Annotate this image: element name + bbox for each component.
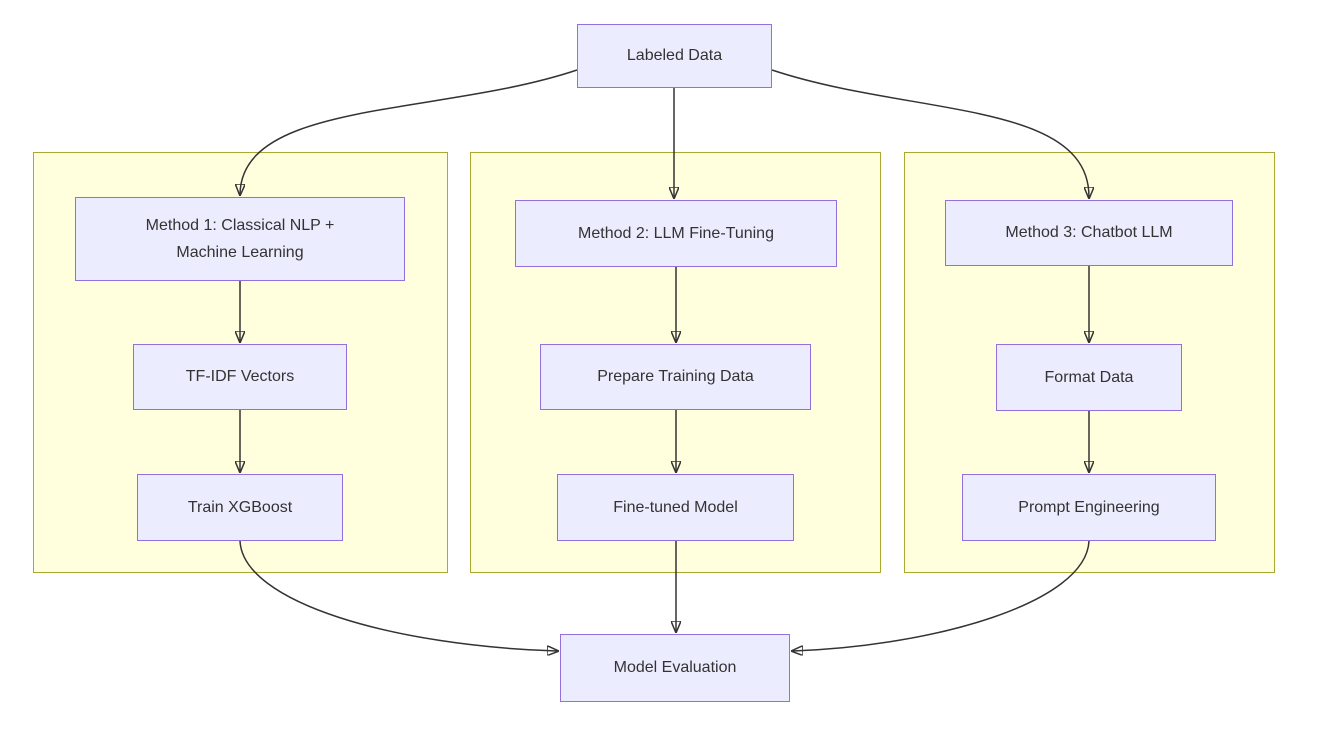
node-fine-tuned-model: Fine-tuned Model: [557, 474, 794, 541]
node-method-3: Method 3: Chatbot LLM: [945, 200, 1233, 266]
node-label: Prompt Engineering: [1018, 498, 1160, 516]
node-tfidf-vectors: TF-IDF Vectors: [133, 344, 347, 410]
node-label: Method 2: LLM Fine-Tuning: [578, 224, 774, 242]
node-prompt-engineering: Prompt Engineering: [962, 474, 1216, 541]
node-label-line-2: Machine Learning: [176, 244, 304, 261]
node-label-line-1: Method 1: Classical NLP +: [145, 216, 335, 234]
node-method-1: Method 1: Classical NLP + Machine Learni…: [75, 197, 405, 281]
node-model-evaluation: Model Evaluation: [560, 634, 790, 702]
node-label: Format Data: [1044, 368, 1134, 386]
node-label: Fine-tuned Model: [613, 498, 738, 516]
node-label: Train XGBoost: [187, 498, 293, 516]
node-method-2: Method 2: LLM Fine-Tuning: [515, 200, 837, 267]
node-label: Prepare Training Data: [597, 368, 754, 386]
node-label: TF-IDF Vectors: [185, 368, 295, 386]
node-label: Labeled Data: [626, 47, 723, 65]
node-label: Method 3: Chatbot LLM: [1005, 224, 1173, 242]
node-train-xgboost: Train XGBoost: [137, 474, 343, 541]
node-labeled-data: Labeled Data: [577, 24, 772, 88]
node-label: Model Evaluation: [613, 659, 737, 677]
node-format-data: Format Data: [996, 344, 1182, 411]
node-prepare-training-data: Prepare Training Data: [540, 344, 811, 410]
